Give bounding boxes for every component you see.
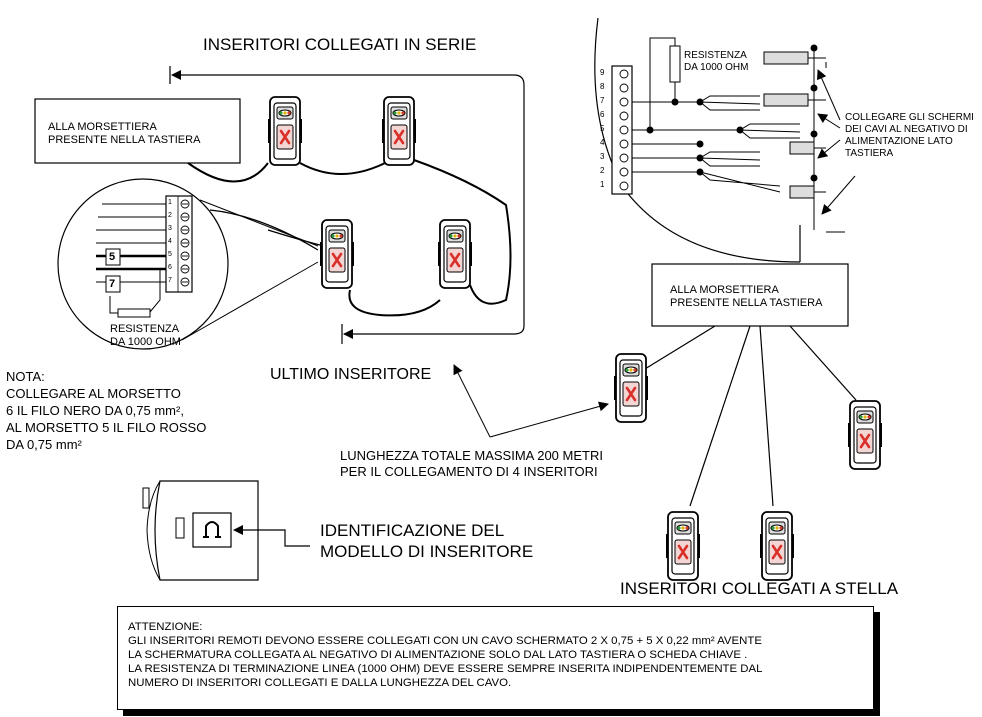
attention-box: ATTENZIONE: GLI INSERITORI REMOTI DEVONO…: [117, 606, 874, 710]
inserter-device-icon: [664, 510, 702, 582]
shield-detail: [592, 17, 856, 263]
attention-line: LA RESISTENZA DI TERMINAZIONE LINEA (100…: [128, 662, 763, 675]
note-line: NOTA:: [6, 369, 45, 384]
inserter-device-icon: [612, 352, 650, 424]
terminal-num-right: 1: [600, 180, 605, 189]
morsettiera-box-right: [651, 263, 849, 327]
terminal-num-right: 3: [600, 152, 605, 161]
title-last-inserter: ULTIMO INSERITORE: [270, 366, 432, 383]
resistenza-right-line1: RESISTENZA: [684, 50, 747, 61]
note-block: NOTA: COLLEGARE AL MORSETTO 6 IL FILO NE…: [6, 369, 206, 453]
schermi-line1: COLLEGARE GLI SCHERMI: [845, 112, 974, 123]
terminal-num-right: 5: [600, 124, 605, 133]
schermi-line3: ALIMENTAZIONE LATO: [845, 136, 953, 147]
lunghezza-line2: PER IL COLLEGAMENTO DI 4 INSERITORI: [340, 464, 598, 479]
resistenza-left-line2: DA 1000 OHM: [110, 336, 181, 348]
identificazione-line1: IDENTIFICAZIONE DEL: [320, 521, 505, 540]
terminal-num-left: 2: [168, 212, 172, 219]
inserter-device-icon: [318, 218, 356, 290]
attention-line: NUMERO DI INSERITORI COLLEGATI E DALLA L…: [128, 676, 512, 689]
terminal-num-right: 4: [600, 138, 605, 147]
note-line: COLLEGARE AL MORSETTO: [6, 385, 181, 401]
note-line: DA 0,75 mm²: [6, 436, 82, 452]
terminal-num-right: 9: [600, 68, 605, 77]
inserter-device-icon: [758, 510, 796, 582]
identificazione-line2: MODELLO DI INSERITORE: [320, 542, 534, 561]
note-line: 6 IL FILO NERO DA 0,75 mm²,: [6, 402, 184, 418]
terminal-num-right: 6: [600, 110, 605, 119]
attention-title: ATTENZIONE:: [128, 621, 203, 633]
terminal-7-label: 7: [109, 278, 116, 290]
inserter-device-icon: [380, 95, 418, 167]
series-section: [34, 66, 525, 350]
terminal-num-left: 7: [168, 277, 172, 284]
terminal-num-left: 1: [168, 199, 172, 206]
terminal-num-right: 2: [600, 166, 605, 175]
terminal-num-right: 8: [600, 82, 605, 91]
title-star: INSERITORI COLLEGATI A STELLA: [620, 579, 899, 598]
lunghezza-line1: LUNGHEZZA TOTALE MASSIMA 200 METRI: [340, 448, 603, 463]
star-section: [453, 263, 884, 582]
model-identification: [142, 480, 310, 581]
morsettiera-left-line2: PRESENTE NELLA TASTIERA: [48, 134, 201, 146]
schermi-line4: TASTIERA: [845, 148, 894, 159]
schermi-line2: DEI CAVI AL NEGATIVO DI: [845, 124, 968, 135]
inserter-device-icon: [266, 95, 304, 167]
note-line: AL MORSETTO 5 IL FILO ROSSO: [6, 419, 207, 435]
terminal-num-left: 6: [168, 264, 172, 271]
terminal-num-left: 3: [168, 225, 172, 232]
terminal-num-right: 7: [600, 96, 605, 105]
morsettiera-right-line2: PRESENTE NELLA TASTIERA: [670, 297, 823, 309]
morsettiera-right-line1: ALLA MORSETTIERA: [670, 284, 779, 296]
model-symbol-icon: [203, 521, 221, 538]
inserter-device-icon: [846, 399, 884, 471]
inserter-device-icon: [436, 218, 474, 290]
terminal-num-left: 5: [168, 251, 172, 258]
resistenza-right-line2: DA 1000 OHM: [684, 62, 749, 73]
attention-line: LA SCHERMATURA COLLEGATA AL NEGATIVO DI …: [128, 648, 748, 661]
resistenza-left-line1: RESISTENZA: [110, 323, 180, 335]
morsettiera-left-line1: ALLA MORSETTIERA: [48, 121, 157, 133]
morsettiera-box-left: [34, 98, 241, 164]
terminal-num-left: 4: [168, 238, 172, 245]
terminal-5-label: 5: [109, 251, 116, 263]
attention-line: GLI INSERITORI REMOTI DEVONO ESSERE COLL…: [128, 634, 762, 647]
title-series: INSERITORI COLLEGATI IN SERIE: [203, 35, 477, 54]
resistor-icon: [117, 308, 151, 318]
